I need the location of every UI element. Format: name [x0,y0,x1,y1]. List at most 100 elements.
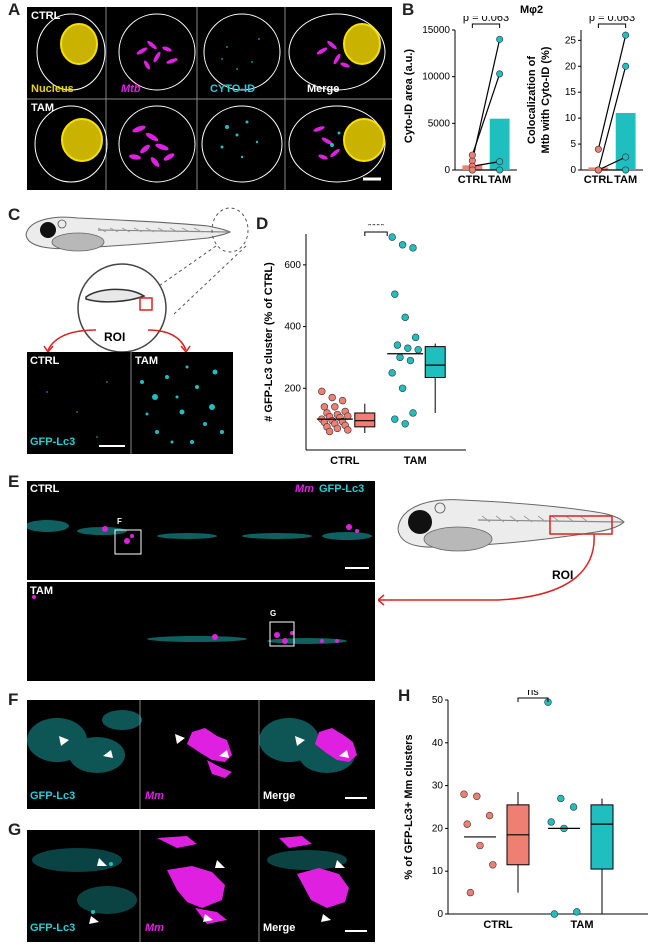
significance-bracket [597,23,627,28]
y-tick-label: 0 [437,909,443,920]
data-point-tam [391,415,399,423]
panel-f-micrographs: GFP-Lc3 Mm Merge [27,700,375,809]
e-mm-label: Mm [295,483,314,495]
zebrafish-larva-icon [25,216,232,252]
y-tick-label: 30 [432,781,444,792]
data-point-tam [388,369,396,377]
y-tick-label: 15 [565,87,577,98]
e-box-f-label: F [117,517,122,526]
data-point-ctrl [344,412,352,420]
y-tick-label: 0 [570,165,576,176]
panel-label-h: H [398,686,411,705]
panel-label-g: G [8,820,22,839]
data-point-tam [569,803,578,811]
data-point-ctrl [318,387,326,396]
panel-label-d: D [256,214,269,233]
y-tick-label: 40 [432,738,444,749]
b-right-ylabel-2: Mtb with Cyto-ID (%) [540,46,552,153]
panel-e-roi-label: ROI [552,568,574,582]
p-value-label: p = 0.063 [589,16,635,24]
y-tick-label: 400 [284,322,301,333]
g-gfp-label: GFP-Lc3 [30,922,76,934]
pair-line [471,73,501,156]
y-tick-label: 10 [432,866,444,877]
data-point-ctrl [473,792,481,801]
e-box-g-label: G [270,609,277,618]
data-point-ctrl [463,820,471,828]
y-tick-label: 25 [565,35,577,46]
row-label-ctrl: CTRL [31,10,61,22]
y-tick-label: 20 [432,823,444,834]
point-tam [622,62,630,70]
point-tam [496,158,504,166]
y-tick-label: 50 [432,695,444,706]
data-point-tam [557,794,565,803]
e-ctrl-label: CTRL [30,483,60,495]
point-ctrl [594,166,602,174]
y-tick-label: 10000 [422,72,450,83]
caption-mtb: Mtb [121,83,141,95]
c-tam-label: TAM [135,355,159,367]
data-point-ctrl [338,396,347,405]
panel-a-svg [27,7,392,190]
panel-b-title: Mφ2 [520,4,544,16]
g-merge-label: Merge [263,922,296,934]
point-ctrl [468,166,476,174]
significance-label: ns [527,690,539,698]
significance-bracket [364,231,388,236]
b-left-ylabel: Cyto-ID area (a.u.) [403,49,415,143]
c-ctrl-label: CTRL [30,355,60,367]
point-ctrl [468,151,476,159]
y-tick-label: 200 [284,383,301,394]
point-ctrl [594,145,602,153]
data-point-ctrl [489,861,497,869]
panel-c-svg [46,352,224,454]
x-tick-label: TAM [404,455,427,467]
data-point-tam [398,241,407,249]
x-tick-label: CTRL [458,174,488,186]
panel-label-b: B [402,0,415,19]
data-point-tam [393,341,402,349]
data-point-tam [414,346,422,354]
significance-bracket [471,23,501,28]
panel-label-e: E [8,472,20,491]
zebrafish-larva-icon [397,499,625,552]
panel-g-micrographs: GFP-Lc3 Mm Merge [27,830,375,942]
pair-line [598,156,626,171]
data-point-ctrl [320,403,329,411]
panel-label-a: A [8,0,21,19]
data-point-tam [401,313,409,322]
data-point-tam [398,384,407,392]
data-point-ctrl [466,888,475,897]
data-point-ctrl [328,393,336,402]
significance-label: **** [367,224,385,232]
panel-label-c: C [8,205,21,224]
y-tick-label: 600 [284,260,301,271]
panel-c-roi-label: ROI [104,330,126,344]
pair-line [472,161,500,167]
y-tick-label: 5 [570,139,576,150]
e-gfp-label: GFP-Lc3 [319,483,365,495]
row-label-tam: TAM [31,102,55,114]
panel-f-svg [27,700,367,809]
significance-bracket [517,697,549,702]
panel-e-diagram [378,499,625,606]
data-point-tam [388,233,396,241]
x-tick-label: CTRL [584,174,614,186]
point-tam [496,35,504,43]
e-tam-label: TAM [30,585,54,597]
x-tick-label: TAM [488,174,511,186]
data-point-tam [409,409,417,417]
box-tam [424,346,446,378]
data-point-tam [396,353,404,362]
data-point-ctrl [325,427,334,436]
panel-c-diagram [25,207,249,352]
data-point-ctrl [333,424,342,433]
data-point-tam [401,420,409,428]
caption-merge: Merge [307,83,340,95]
y-axis-label: # GFP-Lc3 cluster (% of CTRL) [263,262,275,422]
panel-b-svg: Cyto-ID area (a.u.) Colocalization of Mt… [403,16,643,186]
g-mm-label: Mm [145,922,164,934]
